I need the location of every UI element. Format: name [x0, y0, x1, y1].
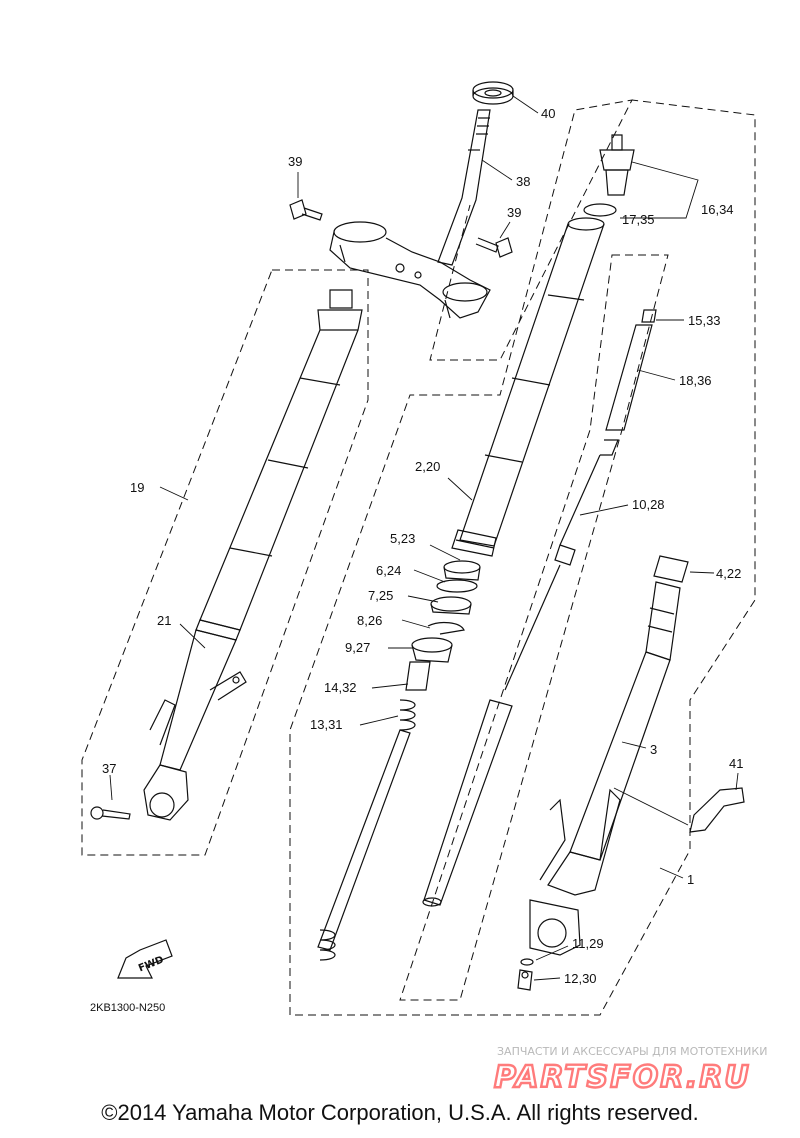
label-3: 3 — [650, 742, 657, 757]
spacer — [405, 661, 431, 691]
cap-bolt — [599, 134, 635, 196]
fwd-label: FWD — [137, 954, 165, 974]
label-14-32: 14,32 — [324, 680, 357, 695]
label-5-23: 5,23 — [390, 531, 415, 546]
label-6-24: 6,24 — [376, 563, 401, 578]
under-bracket — [329, 221, 491, 319]
label-38: 38 — [516, 174, 530, 189]
watermark-tagline: ЗАПЧАСТИ И АКСЕССУАРЫ ДЛЯ МОТОТЕХНИКИ — [497, 1045, 767, 1058]
bolt-12 — [517, 958, 534, 991]
label-9-27: 9,27 — [345, 640, 370, 655]
label-13-31: 13,31 — [310, 717, 343, 732]
boundary-right-fork — [295, 99, 756, 1016]
label-15-33: 15,33 — [688, 313, 721, 328]
label-19: 19 — [130, 480, 144, 495]
o-ring — [583, 203, 617, 217]
boundary-damper — [399, 254, 669, 1001]
damper-assembly — [422, 309, 657, 907]
label-7-25: 7,25 — [368, 588, 393, 603]
label-39-right: 39 — [507, 205, 521, 220]
label-2-20: 2,20 — [415, 459, 440, 474]
label-37: 37 — [102, 761, 116, 776]
label-12-30: 12,30 — [564, 971, 597, 986]
label-4-22: 4,22 — [716, 566, 741, 581]
bracket-41 — [689, 787, 745, 833]
label-11-29: 11,29 — [572, 936, 604, 951]
watermark-brand: PARTSFOR.RU — [494, 1060, 751, 1095]
fwd-arrow-icon — [117, 939, 173, 979]
label-8-26: 8,26 — [357, 613, 382, 628]
label-21: 21 — [157, 613, 171, 628]
boundary-left-fork — [81, 269, 369, 856]
bolt-39-right — [475, 237, 513, 258]
label-10-28: 10,28 — [632, 497, 665, 512]
copyright-notice: ©2014 Yamaha Motor Corporation, U.S.A. A… — [101, 1100, 699, 1125]
boundary-inner-tube — [289, 99, 633, 1015]
label-40: 40 — [541, 106, 555, 121]
label-1: 1 — [687, 872, 694, 887]
watermark: ЗАПЧАСТИ И АКСЕССУАРЫ ДЛЯ МОТОТЕХНИКИ PA… — [493, 1045, 768, 1096]
dashed-group-boundaries — [81, 99, 756, 1016]
bolt-39-left — [289, 199, 323, 221]
axle-bracket-right — [529, 788, 621, 956]
label-41: 41 — [729, 756, 743, 771]
bolt-37 — [90, 806, 131, 820]
part-number: 2KB1300-N250 — [90, 1002, 165, 1014]
inner-tube — [569, 555, 689, 861]
label-39-left: 39 — [288, 154, 302, 169]
oil-seal-set — [411, 560, 481, 663]
fork-spring — [317, 699, 416, 961]
leader-lines — [109, 95, 739, 981]
label-16-34: 16,34 — [701, 202, 734, 217]
steering-stem — [437, 81, 514, 266]
left-fork-assembly — [143, 289, 363, 821]
callout-labels: 40 38 39 39 16,34 17,35 15,33 18,36 2,20… — [90, 106, 743, 1014]
label-18-36: 18,36 — [679, 373, 712, 388]
outer-tube — [451, 217, 605, 557]
label-17-35: 17,35 — [622, 212, 655, 227]
